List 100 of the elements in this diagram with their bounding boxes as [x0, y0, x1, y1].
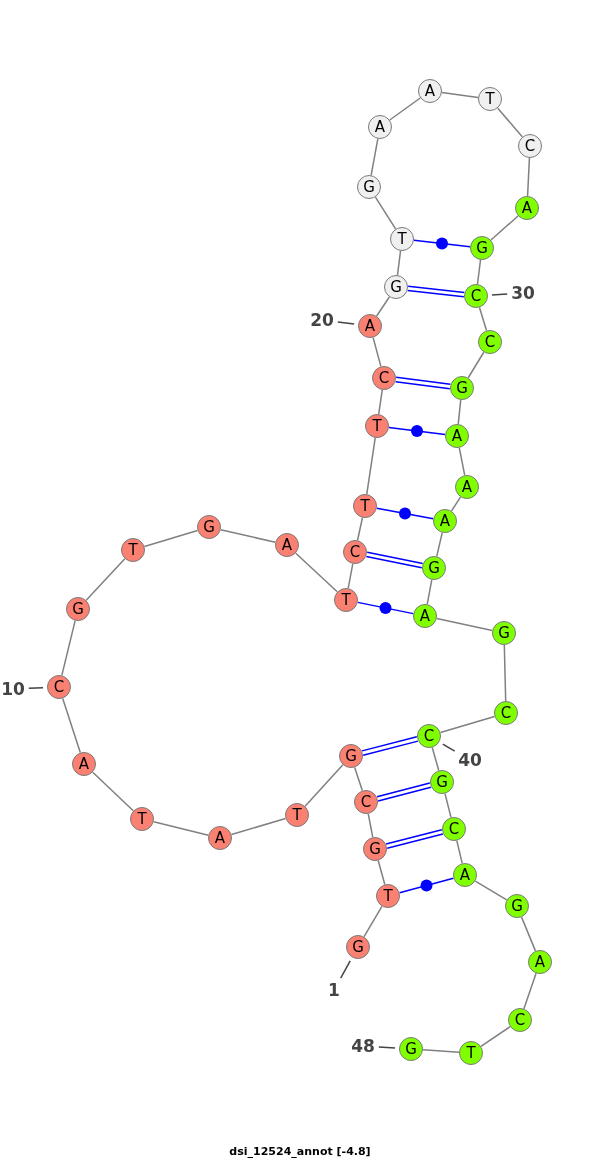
base-pair-line — [376, 782, 432, 802]
nucleotide-circle — [445, 424, 469, 448]
nucleotide-circle — [442, 817, 466, 841]
base-letter: G — [436, 774, 448, 790]
nucleotide-circle — [492, 621, 516, 645]
base-letter: G — [363, 179, 375, 195]
base-letter: T — [341, 592, 351, 608]
backbone-line — [377, 859, 386, 886]
backbone-line — [152, 821, 210, 836]
backbone-line — [450, 496, 462, 512]
backbone-line — [456, 839, 463, 865]
nucleotide-circle — [376, 884, 400, 908]
backbone-line — [523, 972, 537, 1010]
nucleotide-circle — [372, 366, 396, 390]
base-letter: C — [378, 370, 390, 386]
position-number: 1 — [328, 981, 340, 999]
nucleotide-circle — [518, 134, 542, 158]
position-number: 10 — [1, 680, 25, 698]
backbone-line — [490, 215, 519, 241]
leader-line — [337, 321, 355, 325]
backbone-line — [389, 97, 421, 121]
nucleotide-circle — [390, 227, 414, 251]
base-pair-line — [406, 285, 466, 298]
backbone-line — [439, 715, 496, 734]
nucleotide-circle — [478, 87, 502, 111]
base-letter: G — [498, 625, 510, 641]
base-letter: C — [448, 821, 460, 837]
base-pair-line — [357, 601, 414, 615]
backbone-line — [230, 817, 287, 836]
base-letter: A — [364, 318, 376, 334]
nucleotide-circle — [464, 284, 488, 308]
base-pair-line — [365, 551, 424, 569]
base-letter: G — [405, 1041, 417, 1057]
base-pair-line — [376, 507, 434, 520]
nucleotide-circle — [197, 515, 221, 539]
nucleotide-circle — [494, 701, 518, 725]
nucleotide-circle — [478, 330, 502, 354]
backbone-line — [431, 746, 440, 772]
base-letter: G — [369, 841, 381, 857]
base-letter: C — [514, 1012, 526, 1028]
nucleotide-circle — [334, 588, 358, 612]
base-letter: T — [292, 807, 302, 823]
nucleotide-circle — [358, 314, 382, 338]
backbone-line — [478, 306, 488, 332]
backbone-line — [422, 1049, 460, 1053]
nucleotide-circle — [418, 79, 442, 103]
backbone-line — [436, 531, 443, 558]
base-letter: T — [128, 542, 138, 558]
leader-line — [339, 960, 351, 979]
base-letter: C — [53, 679, 65, 695]
nucleotide-circle — [121, 538, 145, 562]
nucleotide-circle — [285, 803, 309, 827]
position-number: 20 — [310, 311, 334, 329]
backbone-line — [378, 389, 383, 415]
backbone-line — [219, 528, 277, 544]
nucleotide-circle — [459, 1041, 483, 1065]
nucleotide-circle — [508, 1008, 532, 1032]
nucleotide-circle — [130, 807, 154, 831]
nucleotide-circle — [384, 275, 408, 299]
backbone-line — [353, 766, 364, 792]
base-letter: A — [374, 119, 386, 135]
base-letter: T — [360, 498, 370, 514]
base-pair-line — [413, 237, 471, 250]
nucleotide-circle — [275, 533, 299, 557]
leader-line — [378, 1046, 396, 1049]
backbone-line — [295, 552, 338, 593]
base-letter: A — [419, 608, 431, 624]
position-number: 40 — [458, 751, 482, 769]
nucleotide-circle — [470, 236, 494, 260]
base-letter: A — [521, 200, 533, 216]
position-number: 30 — [511, 284, 535, 302]
base-letter: A — [424, 83, 436, 99]
backbone-line — [367, 813, 374, 838]
base-letter: C — [349, 544, 361, 560]
base-letter: T — [137, 811, 147, 827]
leader-line — [491, 293, 508, 296]
nucleotide-circle — [353, 494, 377, 518]
base-letter: C — [524, 138, 536, 154]
nucleotide-circle — [357, 175, 381, 199]
base-letter: A — [214, 830, 226, 846]
base-letter: G — [511, 898, 523, 914]
backbone-line — [444, 792, 452, 819]
nucleotide-circle — [363, 837, 387, 861]
backbone-line — [347, 563, 354, 589]
backbone-line — [396, 250, 402, 276]
base-letter: T — [372, 418, 382, 434]
base-pair-line — [388, 425, 446, 437]
base-letter: A — [78, 756, 90, 772]
base-letter: G — [203, 519, 215, 535]
base-letter: A — [459, 867, 471, 883]
base-letter: G — [456, 380, 468, 396]
base-letter: T — [466, 1045, 476, 1061]
base-letter: G — [476, 240, 488, 256]
base-letter: G — [345, 748, 357, 764]
base-letter: T — [397, 231, 407, 247]
base-letter: G — [428, 560, 440, 576]
base-pair-line — [394, 376, 452, 390]
backbone-line — [476, 259, 482, 285]
backbone-line — [370, 138, 379, 176]
base-pair-line — [361, 736, 419, 756]
